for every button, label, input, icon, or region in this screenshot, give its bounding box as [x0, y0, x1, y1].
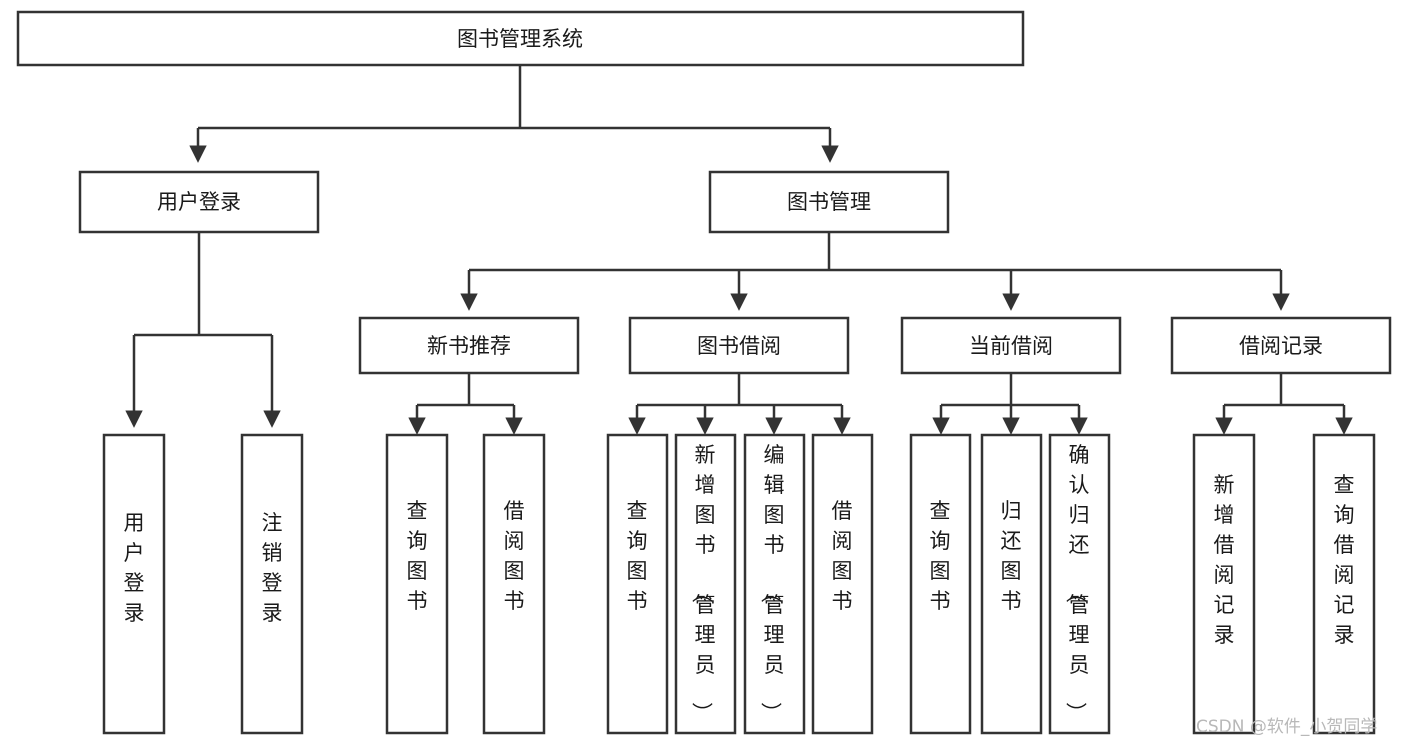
leaf-new-book-1-label: 查询图书: [407, 499, 428, 613]
leaf-current-borrow-3[interactable]: 确认归还（管理员）: [1048, 433, 1111, 735]
leaf-user-login-2-box[interactable]: [240, 433, 304, 735]
leaf-user-login-1-box[interactable]: [102, 433, 166, 735]
leaf-user-login-1[interactable]: 用户登录: [102, 433, 166, 735]
node-current-borrow-box[interactable]: [900, 316, 1122, 375]
leaf-current-borrow-3-box[interactable]: [1048, 433, 1111, 735]
node-borrow-record[interactable]: 借阅记录: [1170, 316, 1392, 375]
leaf-book-borrow-1-label: 查询图书: [627, 499, 648, 613]
leaf-new-book-2-box[interactable]: [482, 433, 546, 735]
watermark-label: CSDN @软件_小贺同学: [1196, 717, 1377, 737]
leaf-borrow-record-1[interactable]: 新增借阅记录: [1192, 433, 1256, 735]
connector-book-borrow-to-leaves: [628, 373, 851, 435]
leaf-borrow-record-2[interactable]: 查询借阅记录: [1312, 433, 1376, 735]
leaf-current-borrow-1-label: 查询图书: [930, 499, 951, 613]
leaf-book-borrow-4-box[interactable]: [811, 433, 874, 735]
node-user-login[interactable]: 用户登录: [78, 170, 320, 234]
leaf-book-borrow-2-box[interactable]: [674, 433, 737, 735]
node-new-book[interactable]: 新书推荐: [358, 316, 580, 375]
node-book-borrow-box[interactable]: [628, 316, 850, 375]
leaf-current-borrow-1-box[interactable]: [909, 433, 972, 735]
connector-new-book-to-leaves: [408, 373, 523, 435]
connector-borrow-record-to-leaves: [1215, 373, 1353, 435]
leaf-book-borrow-3[interactable]: 编辑图书（管理员）: [743, 433, 806, 735]
leaf-book-borrow-1[interactable]: 查询图书: [606, 433, 669, 735]
leaf-book-borrow-4[interactable]: 借阅图书: [811, 433, 874, 735]
leaf-book-borrow-2[interactable]: 新增图书（管理员）: [674, 433, 737, 735]
leaf-new-book-2[interactable]: 借阅图书: [482, 433, 546, 735]
leaf-user-login-2[interactable]: 注销登录: [240, 433, 304, 735]
node-current-borrow-label: 当前借阅: [969, 334, 1053, 358]
connector-current-borrow-to-leaves: [932, 373, 1088, 435]
node-new-book-label: 新书推荐: [427, 334, 511, 358]
leaf-new-book-2-label: 借阅图书: [504, 499, 525, 613]
node-book-manage-box[interactable]: [708, 170, 950, 234]
node-book-borrow-label: 图书借阅: [697, 334, 781, 358]
node-book-borrow[interactable]: 图书借阅: [628, 316, 850, 375]
leaf-new-book-1[interactable]: 查询图书: [385, 433, 449, 735]
leaf-user-login-1-label: 用户登录: [124, 511, 145, 625]
node-current-borrow[interactable]: 当前借阅: [900, 316, 1122, 375]
node-user-login-label: 用户登录: [157, 190, 241, 214]
leaf-borrow-record-1-label: 新增借阅记录: [1214, 473, 1235, 647]
leaf-book-borrow-4-label: 借阅图书: [832, 499, 853, 613]
leaf-book-borrow-2-label: 新增图书（管理员）: [690, 443, 716, 723]
connector-root-to-level1: [189, 65, 839, 163]
leaf-book-borrow-3-label: 编辑图书（管理员）: [759, 443, 785, 723]
leaf-borrow-record-2-box[interactable]: [1312, 433, 1376, 735]
leaf-current-borrow-2[interactable]: 归还图书: [980, 433, 1043, 735]
node-new-book-box[interactable]: [358, 316, 580, 375]
connector-book-manage-to-level2: [460, 232, 1290, 311]
leaf-borrow-record-2-label: 查询借阅记录: [1334, 473, 1355, 647]
leaf-book-borrow-3-box[interactable]: [743, 433, 806, 735]
leaf-current-borrow-2-label: 归还图书: [1001, 499, 1022, 613]
leaf-current-borrow-1[interactable]: 查询图书: [909, 433, 972, 735]
node-root[interactable]: 图书管理系统: [16, 10, 1025, 67]
leaf-book-borrow-1-box[interactable]: [606, 433, 669, 735]
node-borrow-record-label: 借阅记录: [1239, 334, 1323, 358]
node-borrow-record-box[interactable]: [1170, 316, 1392, 375]
leaf-new-book-1-box[interactable]: [385, 433, 449, 735]
leaf-current-borrow-3-label: 确认归还（管理员）: [1064, 443, 1090, 723]
leaf-user-login-2-label: 注销登录: [262, 511, 283, 625]
leaf-current-borrow-2-box[interactable]: [980, 433, 1043, 735]
node-book-manage-label: 图书管理: [787, 190, 871, 214]
node-root-box[interactable]: [16, 10, 1025, 67]
node-root-label: 图书管理系统: [457, 27, 583, 51]
connector-user-login-to-leaves: [125, 232, 281, 428]
leaf-borrow-record-1-box[interactable]: [1192, 433, 1256, 735]
node-book-manage[interactable]: 图书管理: [708, 170, 950, 234]
